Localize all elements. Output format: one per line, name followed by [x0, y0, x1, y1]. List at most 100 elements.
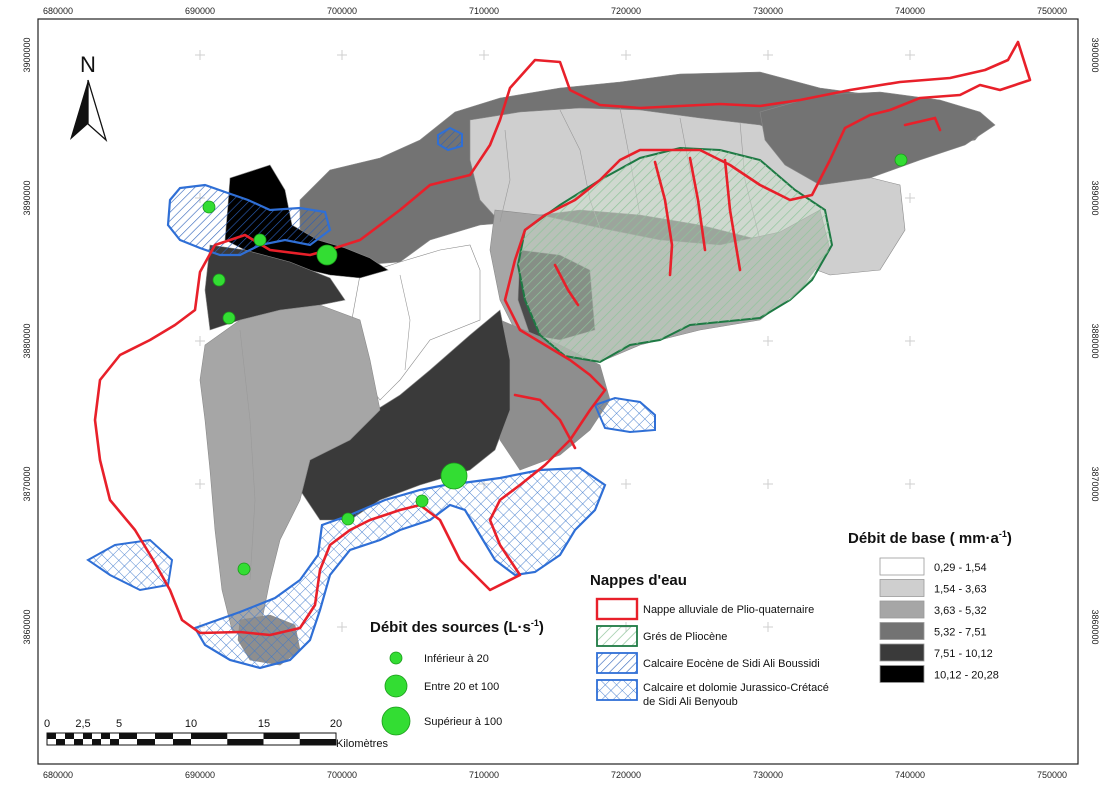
aquifer-alluvial-plioquaternary — [93, 40, 1032, 637]
scale-bar-segment — [110, 739, 119, 745]
scale-tick-label: 15 — [258, 718, 270, 730]
alluvial-tongues — [513, 116, 942, 450]
x-tick-label: 750000 — [1037, 6, 1067, 16]
scale-bar-segment — [65, 733, 74, 739]
x-tick-label: 700000 — [327, 6, 357, 16]
x-tick-label: 710000 — [469, 6, 499, 16]
x-tick-label: 710000 — [469, 770, 499, 780]
scale-tick-label: 2,5 — [75, 718, 90, 730]
legend-baseflow-label: 10,12 - 20,28 — [934, 670, 999, 682]
scale-bar-unit: Kilomètres — [336, 738, 388, 750]
basin-west-gray — [199, 304, 381, 641]
y-tick-label: 3890000 — [22, 180, 32, 215]
x-tick-label: 730000 — [753, 770, 783, 780]
legend-baseflow-label: 5,32 - 7,51 — [934, 627, 987, 639]
spring-point — [237, 562, 251, 576]
legend-springs-title: Débit des sources (L·s — [370, 619, 531, 636]
aquifer-jurassic-limestone-east — [593, 396, 656, 434]
x-tick-label: 730000 — [753, 6, 783, 16]
legend-baseflow-swatch — [879, 600, 925, 619]
scale-bar-segment — [47, 733, 56, 739]
legend-baseflow-label: 7,51 - 10,12 — [934, 648, 993, 660]
legend-baseflow-swatch — [879, 579, 925, 597]
spring-point — [253, 233, 267, 247]
scale-bar-segment — [263, 733, 300, 739]
legend-swatch-alluvial — [595, 597, 639, 621]
spring-point — [341, 512, 355, 526]
legend-baseflow: Débit de base ( mm·a-1) 0,29 - 1,541,54 … — [848, 529, 1012, 683]
legend-baseflow-swatch — [879, 665, 925, 683]
scale-bar-segment — [92, 739, 101, 745]
x-tick-label: 720000 — [611, 6, 641, 16]
spring-point — [415, 494, 429, 508]
scale-tick-label: 5 — [116, 718, 122, 730]
y-axis-right-ticks: 3900000 3890000 3880000 3870000 3860000 — [1090, 37, 1100, 644]
scale-bar-segment — [155, 733, 173, 739]
legend-aquifer-label: Calcaire Eocène de Sidi Ali Boussidi — [643, 658, 820, 670]
legend-aquifers-title: Nappes d'eau — [590, 572, 687, 589]
north-arrow-icon — [70, 80, 88, 140]
scale-bar-segment — [56, 739, 65, 745]
x-tick-label: 690000 — [185, 6, 215, 16]
scale-bar-segment — [74, 739, 83, 745]
scale-tick-label: 20 — [330, 718, 342, 730]
legend-baseflow-swatch — [879, 622, 925, 640]
x-tick-label: 680000 — [43, 770, 73, 780]
basin-northeast — [759, 91, 996, 186]
x-tick-label: 680000 — [43, 6, 73, 16]
y-tick-label: 3870000 — [1090, 466, 1100, 501]
y-tick-label: 3880000 — [1090, 323, 1100, 358]
scale-bar-segment — [299, 739, 336, 745]
legend-swatch-jurassic — [596, 679, 638, 701]
spring-point — [894, 153, 908, 167]
legend-spring-medium — [384, 674, 408, 698]
legend-aquifer-label: Grés de Pliocène — [643, 631, 727, 643]
aquifer-pliocene-hatch — [518, 148, 832, 362]
scale-tick-label: 10 — [185, 718, 197, 730]
spring-point — [316, 244, 338, 266]
legend-spring-label: Inférieur à 20 — [424, 653, 489, 665]
legend-spring-large — [381, 706, 411, 736]
north-arrow: N — [70, 52, 108, 143]
legend-baseflow-label: 0,29 - 1,54 — [934, 562, 987, 574]
x-tick-label: 720000 — [611, 770, 641, 780]
legend-baseflow-swatch — [879, 643, 925, 662]
y-tick-label: 3870000 — [22, 466, 32, 501]
y-tick-label: 3900000 — [22, 37, 32, 72]
scale-bar-segment — [137, 739, 155, 745]
legend-springs: Débit des sources (L·s-1) Inférieur à 20… — [370, 618, 544, 736]
spring-point — [222, 311, 236, 325]
y-tick-label: 3860000 — [1090, 609, 1100, 644]
scale-bar-segment — [191, 733, 228, 739]
legend-swatch-eocene — [596, 652, 638, 674]
spring-point — [202, 200, 216, 214]
svg-text:Débit de base ( mm·a-1): Débit de base ( mm·a-1) — [848, 529, 1012, 547]
legend-baseflow-label: 3,63 - 5,32 — [934, 605, 987, 617]
x-tick-label: 740000 — [895, 6, 925, 16]
y-tick-label: 3860000 — [22, 609, 32, 644]
y-axis-left-ticks: 3900000 3890000 3880000 3870000 3860000 — [22, 37, 32, 644]
scale-bar-segment — [83, 733, 92, 739]
scale-bar-segment — [101, 733, 110, 739]
y-tick-label: 3900000 — [1090, 37, 1100, 72]
spring-point — [212, 273, 226, 287]
aquifer-eocene-small — [437, 126, 463, 152]
spring-point — [440, 462, 468, 490]
y-tick-label: 3890000 — [1090, 180, 1100, 215]
legend-aquifer-label-line2: de Sidi Ali Benyoub — [643, 696, 738, 708]
y-tick-label: 3880000 — [22, 323, 32, 358]
x-tick-label: 700000 — [327, 770, 357, 780]
legend-swatch-sandstone — [596, 625, 638, 647]
scale-bar-segment — [173, 739, 191, 745]
legend-baseflow-swatch — [879, 557, 925, 576]
scale-bar-segment — [119, 733, 137, 739]
legend-spring-label: Entre 20 et 100 — [424, 681, 499, 693]
basin-northwest-dark — [204, 244, 346, 331]
x-tick-label: 740000 — [895, 770, 925, 780]
springs — [202, 153, 908, 576]
x-axis-top-ticks: 680000 690000 700000 710000 720000 730000 7400… — [43, 6, 1067, 16]
scale-bar-segment — [227, 739, 264, 745]
